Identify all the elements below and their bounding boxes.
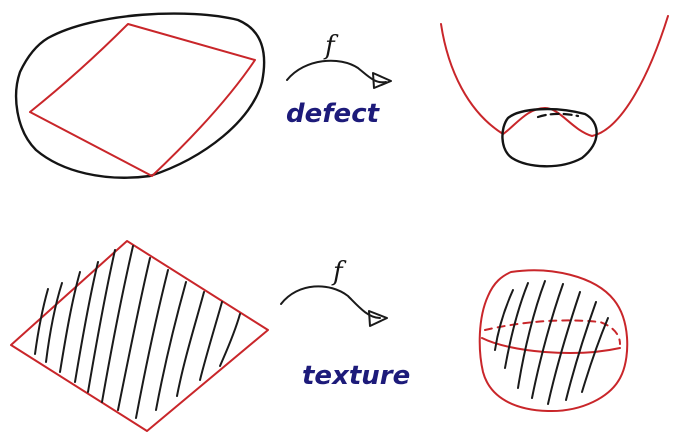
top-arrow-head — [372, 72, 392, 89]
bottom-map-arrow: f texture — [280, 257, 410, 391]
top-map-arrow: f defect — [286, 31, 392, 129]
bottom-function-label: f — [331, 257, 347, 287]
top-function-label: f — [323, 31, 339, 61]
top-source-red-square — [29, 23, 256, 177]
bottom-target-shape — [478, 269, 629, 413]
bottom-arrow-curve — [280, 285, 381, 319]
bottom-target-red-equator-front — [481, 337, 621, 354]
top-source-shape — [14, 12, 266, 179]
top-source-blob-outline — [14, 12, 266, 179]
bottom-target-red-equator — [484, 319, 621, 345]
top-target-dashed-rim — [536, 112, 580, 119]
bottom-target-hatching — [494, 280, 609, 405]
bottom-caption: texture — [302, 361, 410, 391]
top-target-black-ring — [501, 107, 598, 168]
bottom-source-shape — [10, 240, 269, 432]
bottom-arrow-head — [368, 310, 388, 327]
bottom-target-red-dome — [478, 269, 629, 413]
top-target-red-valley — [440, 15, 669, 137]
top-caption: defect — [286, 99, 381, 129]
top-arrow-curve — [286, 59, 387, 84]
bottom-source-red-rhombus — [10, 240, 269, 432]
bottom-source-hatching — [34, 245, 241, 419]
top-target-shape — [440, 15, 669, 168]
